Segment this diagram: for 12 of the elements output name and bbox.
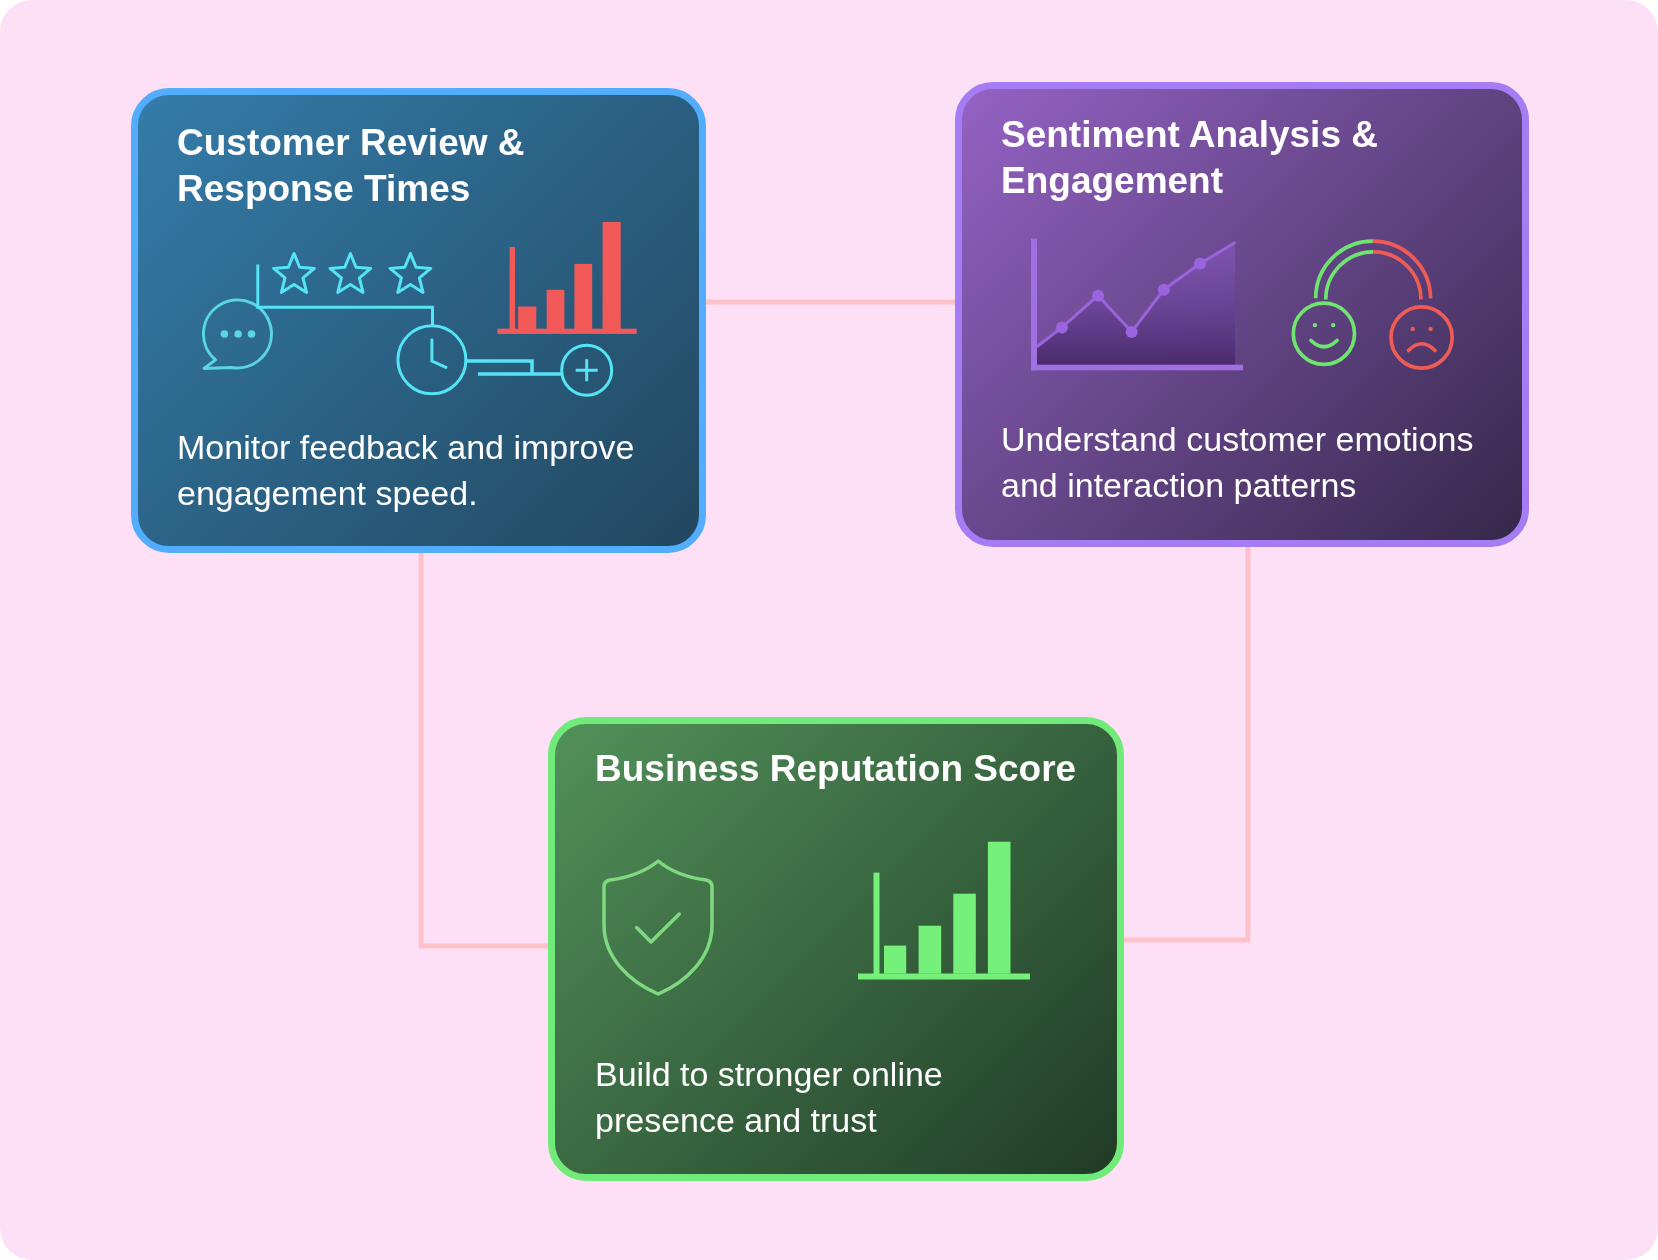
card-title: Sentiment Analysis & Engagement	[1001, 113, 1379, 203]
connector-line	[706, 299, 955, 305]
card-description: Understand customer emotions and interaction patterns	[1001, 419, 1475, 506]
connector-line	[1124, 547, 1251, 943]
feature-card	[955, 82, 1529, 547]
card-title: Customer Review & Response Times	[177, 121, 526, 211]
card-description: Build to stronger online presence and trust	[595, 1054, 944, 1141]
card-description: Monitor feedback and improve engagement speed.	[177, 427, 636, 514]
card-title: Business Reputation Score	[595, 747, 1078, 791]
feature-card	[548, 717, 1124, 1181]
feature-card	[131, 88, 706, 553]
connector-line	[418, 553, 548, 949]
